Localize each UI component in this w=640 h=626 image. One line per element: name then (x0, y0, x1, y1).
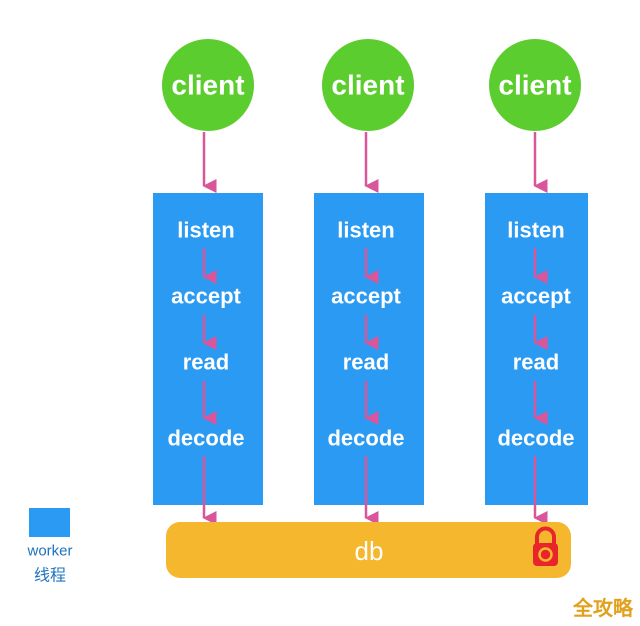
client-label: client (171, 70, 244, 101)
step-read: read (343, 350, 389, 375)
step-listen: listen (177, 218, 234, 243)
step-read: read (183, 350, 229, 375)
step-accept: accept (171, 284, 241, 309)
db-container (166, 522, 571, 578)
watermark: 全攻略 (572, 596, 634, 620)
client-node (489, 39, 581, 131)
step-read: read (513, 350, 559, 375)
client-label: client (498, 70, 571, 101)
step-listen: listen (337, 218, 394, 243)
step-decode: decode (497, 426, 574, 451)
step-decode: decode (167, 426, 244, 451)
lock-icon (533, 526, 558, 566)
worker-column-1: client listen accept read decode (153, 39, 263, 525)
worker-column-3: client listen accept read decode (485, 39, 588, 525)
step-accept: accept (331, 284, 401, 309)
worker-column-2: client listen accept read decode (314, 39, 424, 525)
legend-label-cn: 线程 (34, 566, 66, 585)
db-label: db (355, 536, 384, 566)
step-accept: accept (501, 284, 571, 309)
db-bar: db (166, 522, 571, 578)
client-node (162, 39, 254, 131)
legend-label-en: worker (26, 543, 72, 560)
legend: worker 线程 (26, 508, 73, 585)
step-decode: decode (327, 426, 404, 451)
step-listen: listen (507, 218, 564, 243)
legend-worker-swatch (29, 508, 70, 537)
client-label: client (331, 70, 404, 101)
client-node (322, 39, 414, 131)
